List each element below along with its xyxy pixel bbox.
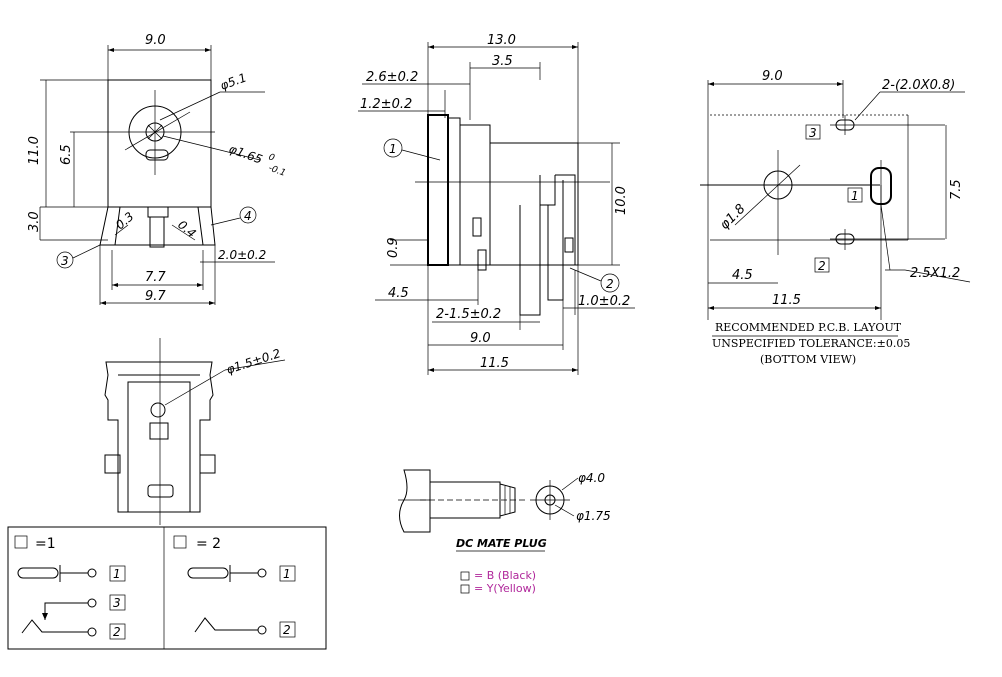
- front-center-height-label: 6.5: [59, 144, 74, 165]
- bottom-dia: φ1.5±0.2: [225, 346, 283, 377]
- front-pin-tol-plus: 0: [267, 152, 276, 163]
- legend-left-pin-1: 1: [113, 567, 121, 581]
- dc-mate-plug: φ4.0 φ1.75 DC MATE PLUG = B (Black) = Y(…: [398, 469, 611, 595]
- pcb-view: (BOTTOM VIEW): [760, 353, 856, 366]
- plug-color-y: = Y(Yellow): [474, 582, 536, 595]
- pcb-offset-label: 4.5: [732, 268, 753, 283]
- side-height-label: 10.0: [614, 186, 629, 215]
- side-inner-len: 9.0: [470, 331, 491, 346]
- side-callout-1: 1: [389, 142, 397, 156]
- pcb-width-label: 9.0: [762, 69, 783, 84]
- front-base-outer-label: 9.7: [145, 289, 166, 304]
- front-pin-tol-minus: -0.1: [267, 163, 287, 178]
- pcb-title: RECOMMENDED P.C.B. LAYOUT: [715, 321, 902, 334]
- legend-right-pin-1: 1: [283, 567, 291, 581]
- plug-color-b: = B (Black): [474, 569, 536, 582]
- side-seg-b: 3.5: [492, 54, 513, 69]
- side-pin-spacing: 2-1.5±0.2: [436, 307, 501, 322]
- front-callout-4: 4: [244, 209, 252, 223]
- pcb-pad-note: 2.5X1.2: [910, 266, 960, 281]
- bottom-view: φ1.5±0.2: [104, 338, 286, 525]
- front-view: 9.0 11.0 6.5 3.0 φ5.1 φ1.65 0 -0.1: [27, 33, 287, 305]
- front-pin-dia-label: φ1.65: [227, 142, 264, 167]
- front-pin-width-label: 2.0±0.2: [218, 248, 266, 262]
- pcb-pin-2: 2: [818, 259, 826, 273]
- legend-box: =1 = 2 1 3 2 1 2: [7, 526, 327, 650]
- side-seg-a: 2.6±0.2: [366, 70, 418, 85]
- side-total-length: 13.0: [487, 33, 516, 48]
- front-angle-b: 0.4: [175, 218, 199, 241]
- side-outer-len: 11.5: [480, 356, 509, 371]
- pcb-layout: 9.0 2-(2.0X0.8) φ1.8 7.5 3 1 2: [700, 69, 971, 366]
- legend-option-2: = 2: [196, 536, 221, 552]
- front-width-label: 9.0: [145, 33, 166, 48]
- front-callout-3: 3: [61, 254, 69, 268]
- pcb-total-label: 11.5: [772, 293, 801, 308]
- legend-left-pin-3: 3: [113, 596, 121, 610]
- front-angle-a: 0.3: [113, 209, 137, 232]
- legend-option-1: =1: [35, 536, 56, 552]
- pcb-pin-3: 3: [809, 126, 817, 140]
- legend-left-pin-2: 2: [113, 625, 121, 639]
- legend-right-pin-2: 2: [283, 623, 291, 637]
- side-callout-2: 2: [606, 277, 614, 291]
- plug-title: DC MATE PLUG: [456, 537, 547, 550]
- plug-inner-dia: φ1.75: [576, 509, 611, 523]
- pcb-slot-note: 2-(2.0X0.8): [882, 78, 955, 93]
- front-hole-dia-label: φ5.1: [218, 70, 248, 92]
- side-offset: 4.5: [388, 286, 409, 301]
- front-base-inner-label: 7.7: [145, 270, 166, 285]
- side-small-h: 0.9: [386, 237, 401, 258]
- side-seg-c: 1.2±0.2: [360, 97, 412, 112]
- pcb-pin-1: 1: [851, 189, 859, 203]
- plug-outer-dia: φ4.0: [578, 471, 605, 485]
- side-pin-width: 1.0±0.2: [578, 294, 630, 309]
- side-view: 13.0 2.6±0.2 3.5 1.2±0.2 10.0 0.9: [358, 33, 635, 375]
- pcb-tolerance: UNSPECIFIED TOLERANCE:±0.05: [712, 337, 910, 350]
- front-bottom-height-label: 3.0: [27, 211, 42, 232]
- pcb-height-label: 7.5: [949, 179, 964, 200]
- front-height-label: 11.0: [27, 136, 42, 165]
